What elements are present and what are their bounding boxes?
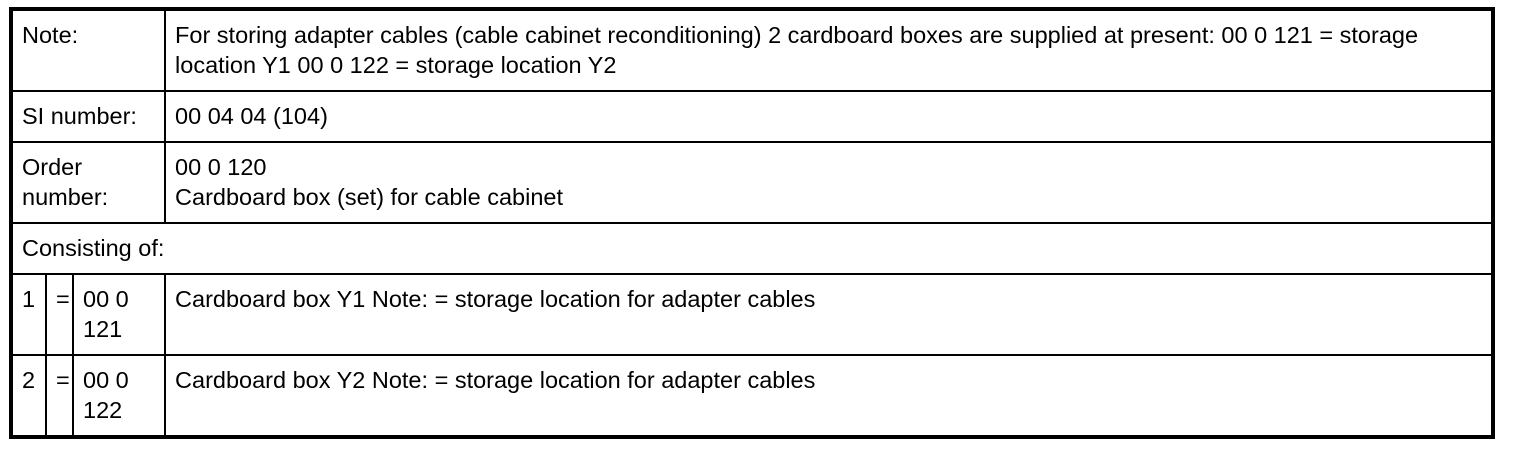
item-description: Cardboard box Y1 Note: = storage locatio… (164, 273, 1494, 356)
order-value-line-2: Cardboard box (set) for cable cabinet (175, 184, 563, 210)
specification-table: Note: For storing adapter cables (cable … (9, 7, 1495, 439)
table-row-order-number: Order number: 00 0 120 Cardboard box (se… (9, 141, 1494, 224)
row-value-note: For storing adapter cables (cable cabine… (164, 8, 1494, 92)
item-part-number: 00 0 122 (71, 354, 167, 438)
table-row-si-number: SI number: 00 04 04 (104) (9, 90, 1494, 143)
item-equals-sign: = (45, 354, 74, 438)
row-label-note: Note: (9, 8, 167, 92)
row-value-si-number: 00 04 04 (104) (164, 90, 1494, 143)
order-value-line-1: 00 0 120 (175, 154, 267, 180)
item-quantity: 1 (10, 273, 47, 356)
item-equals-sign: = (45, 273, 74, 356)
order-label-line-1: Order (22, 154, 83, 180)
row-label-si-number: SI number: (9, 90, 167, 143)
item-description: Cardboard box Y2 Note: = storage locatio… (164, 354, 1494, 438)
order-label-line-2: number: (22, 184, 109, 210)
table-row-item: 2 = 00 0 122 Cardboard box Y2 Note: = st… (10, 354, 1494, 438)
item-quantity: 2 (10, 354, 47, 438)
row-value-order-number: 00 0 120 Cardboard box (set) for cable c… (164, 141, 1494, 224)
table-row-note: Note: For storing adapter cables (cable … (9, 8, 1494, 92)
table-row-consisting-of: Consisting of: (10, 222, 1494, 275)
row-label-order-number: Order number: (9, 141, 167, 224)
item-part-number: 00 0 121 (71, 273, 167, 356)
section-header-consisting-of: Consisting of: (10, 222, 1494, 275)
table-row-item: 1 = 00 0 121 Cardboard box Y1 Note: = st… (10, 273, 1494, 356)
